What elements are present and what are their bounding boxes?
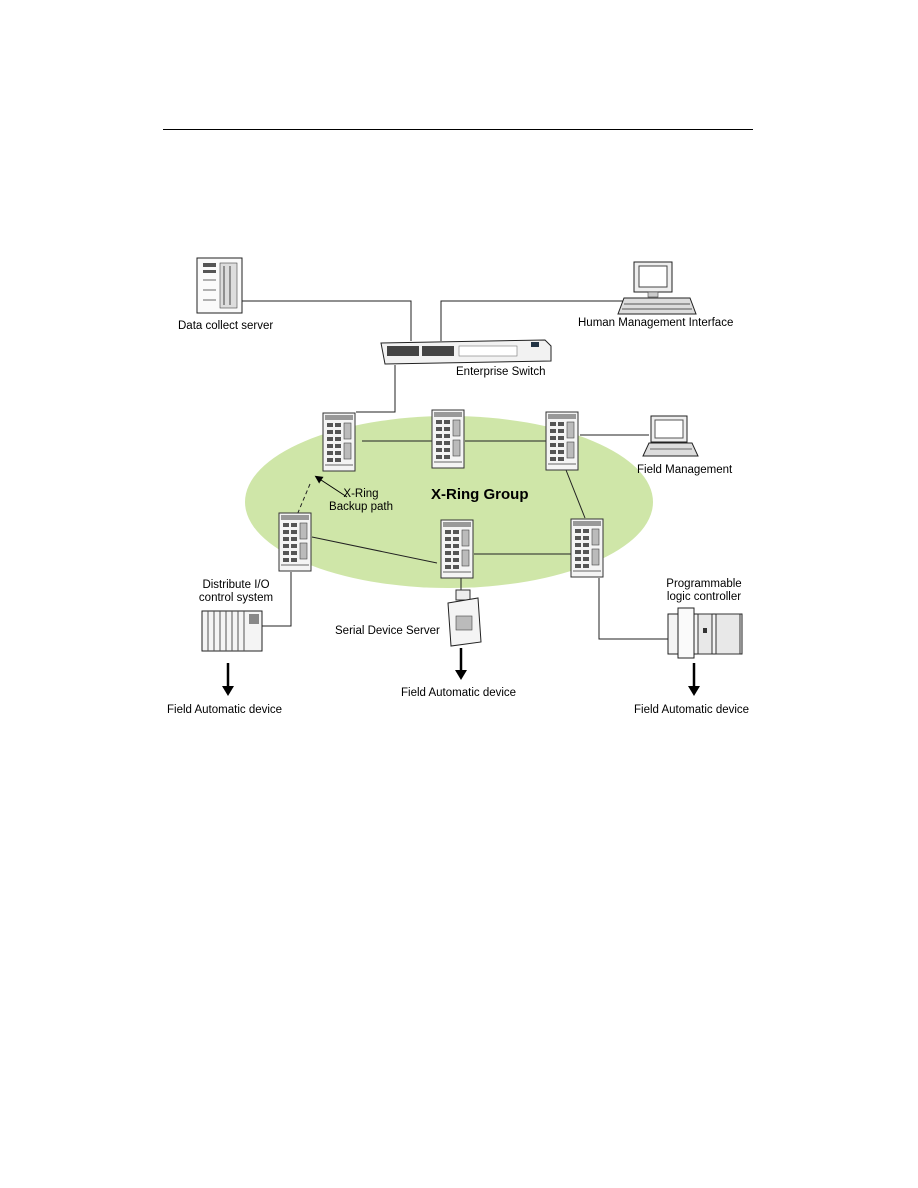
label-data-server: Data collect server <box>178 320 274 332</box>
label-field-management: Field Management <box>637 464 733 476</box>
field-management-laptop-icon <box>642 415 699 457</box>
ring-switch-5 <box>440 519 474 579</box>
backup-path-arrow <box>314 475 348 498</box>
ring-switch-1 <box>322 412 356 472</box>
label-backup-path: X-Ring Backup path <box>326 488 396 514</box>
arrowheads <box>222 670 700 696</box>
plc-icon <box>667 607 743 659</box>
label-dio-line2: control system <box>198 592 274 604</box>
connection-lines <box>222 300 668 640</box>
ring-switch-6 <box>570 518 604 578</box>
label-field-device-left: Field Automatic device <box>167 704 283 716</box>
ring-switch-4 <box>278 512 312 572</box>
data-server-icon <box>196 257 243 314</box>
serial-device-server-icon <box>447 589 482 647</box>
label-enterprise-switch: Enterprise Switch <box>456 366 546 378</box>
field-device-arrows <box>226 648 696 688</box>
header-rule <box>163 129 753 130</box>
distributed-io-icon <box>201 610 263 652</box>
label-distributed-io: Distribute I/O control system <box>196 579 276 605</box>
enterprise-switch-icon <box>380 339 552 365</box>
hmi-computer-icon <box>617 261 697 315</box>
ring-switch-2 <box>431 409 465 469</box>
ring-switch-3 <box>545 411 579 471</box>
label-dio-line1: Distribute I/O <box>202 579 270 591</box>
label-backup-line2: Backup path <box>329 501 393 513</box>
x-ring-group-label: X-Ring Group <box>431 486 529 503</box>
label-plc: Programmable logic controller <box>664 578 744 604</box>
label-hmi: Human Management Interface <box>578 317 734 329</box>
backup-path-line <box>296 483 311 516</box>
label-backup-line1: X-Ring <box>343 488 379 500</box>
label-field-device-center: Field Automatic device <box>401 687 517 699</box>
label-plc-line1: Programmable <box>666 578 742 590</box>
label-field-device-right: Field Automatic device <box>634 704 750 716</box>
label-plc-line2: logic controller <box>666 591 742 603</box>
label-serial-device-server: Serial Device Server <box>335 625 440 637</box>
